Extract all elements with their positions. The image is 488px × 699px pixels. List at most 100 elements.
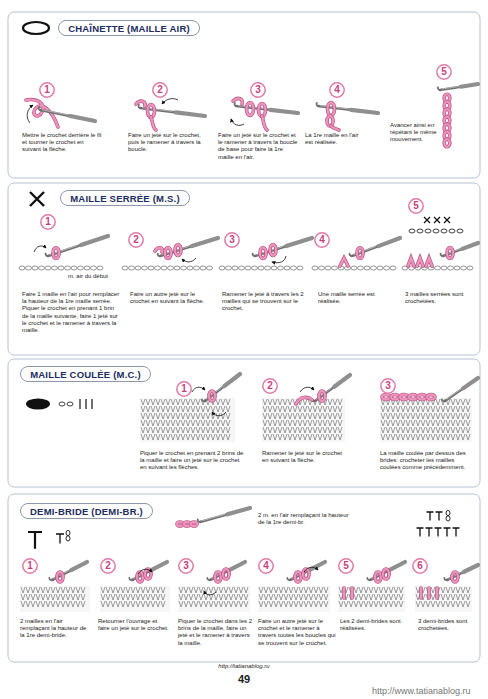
hook-tip <box>207 577 210 581</box>
chain-stitch <box>278 266 284 270</box>
crochet-hook <box>367 559 405 580</box>
yarn <box>435 588 439 598</box>
yarn <box>375 572 381 582</box>
stitch <box>141 420 145 426</box>
step-caption: 2 mailles en l'air remplaçant la hauteur… <box>20 618 92 640</box>
stitch <box>206 434 210 440</box>
stitch <box>303 420 307 426</box>
stitch <box>166 434 170 440</box>
stitch <box>141 413 145 419</box>
chain-stitch <box>226 266 232 270</box>
yarn <box>427 588 431 598</box>
step-number: 6 <box>412 558 428 574</box>
step-circle-outline <box>315 233 329 247</box>
stitch <box>416 406 420 412</box>
stitch <box>369 587 373 593</box>
yarn <box>408 258 414 266</box>
stitch <box>451 420 455 426</box>
stitch <box>319 587 323 593</box>
stitch <box>176 399 180 405</box>
stitch <box>181 420 185 426</box>
stitch <box>308 413 312 419</box>
stitch <box>466 427 470 433</box>
stitch <box>229 587 233 593</box>
stitch <box>304 587 308 593</box>
hook-handle <box>151 562 167 570</box>
hook-tip <box>45 253 48 257</box>
stitch <box>456 434 460 440</box>
stitch <box>263 413 267 419</box>
stitch <box>338 420 342 426</box>
stitch <box>416 427 420 433</box>
hook-tip <box>367 577 370 581</box>
callout-number: 4 <box>319 235 325 245</box>
hook-tip <box>198 519 201 522</box>
stitch <box>26 587 30 593</box>
stitch <box>328 406 332 412</box>
yarn <box>303 569 309 579</box>
stitch <box>461 594 465 600</box>
stitch <box>333 413 337 419</box>
hook-shaft <box>40 110 95 121</box>
stitch <box>161 406 165 412</box>
stitch <box>431 601 435 607</box>
chain-stitch <box>449 229 455 233</box>
stitch <box>56 587 60 593</box>
yarn <box>340 258 348 266</box>
stitch <box>186 420 190 426</box>
stitch <box>416 413 420 419</box>
direction-arrow <box>300 387 314 392</box>
stitch <box>146 587 150 593</box>
chain-stitch <box>58 266 64 270</box>
stitch <box>283 420 287 426</box>
stitch <box>379 594 383 600</box>
symbol-t <box>453 528 460 536</box>
yarn <box>444 139 450 147</box>
header-text: MAILLE SERRÉE (M.S.) <box>70 193 180 204</box>
step-number: 2 <box>262 378 278 394</box>
step-number: 4 <box>258 558 274 574</box>
stitch <box>323 406 327 412</box>
stitch <box>283 399 287 405</box>
step-caption: Faire un autre jeté sur le crochet en su… <box>130 291 205 305</box>
chain-stitch <box>384 266 390 270</box>
callout-number: 3 <box>183 561 189 571</box>
symbol-x <box>30 192 44 206</box>
stitch <box>308 406 312 412</box>
chain-stitch <box>319 266 325 270</box>
stitch <box>298 413 302 419</box>
stitch <box>446 420 450 426</box>
hook-shaft <box>445 378 478 401</box>
stitch <box>284 601 288 607</box>
chain-stitch <box>441 229 447 233</box>
step-number: 4 <box>329 82 345 98</box>
stitch <box>191 434 195 440</box>
stitch <box>219 587 223 593</box>
stitch <box>396 427 400 433</box>
stitch <box>184 601 188 607</box>
stitch <box>441 587 445 593</box>
stitch <box>71 587 75 593</box>
stitch <box>263 434 267 440</box>
callout-number: 2 <box>133 235 139 245</box>
crochet-hook <box>312 373 350 402</box>
hook-tip <box>440 253 443 257</box>
stitch <box>176 434 180 440</box>
section-frame <box>8 494 480 662</box>
stitch <box>46 587 50 593</box>
stitch <box>391 434 395 440</box>
symbol-bar <box>79 399 80 409</box>
stitch <box>309 601 313 607</box>
stitch <box>181 434 185 440</box>
stitch <box>451 434 455 440</box>
watermark: http://www.tatianablog.ru <box>372 686 471 697</box>
step-number: 1 <box>39 82 55 98</box>
stitch <box>333 406 337 412</box>
stitch <box>269 601 273 607</box>
stitch <box>156 427 160 433</box>
yarn <box>319 391 325 401</box>
stitch <box>421 420 425 426</box>
stitch <box>181 413 185 419</box>
stitch <box>151 587 155 593</box>
stitch <box>101 587 105 593</box>
